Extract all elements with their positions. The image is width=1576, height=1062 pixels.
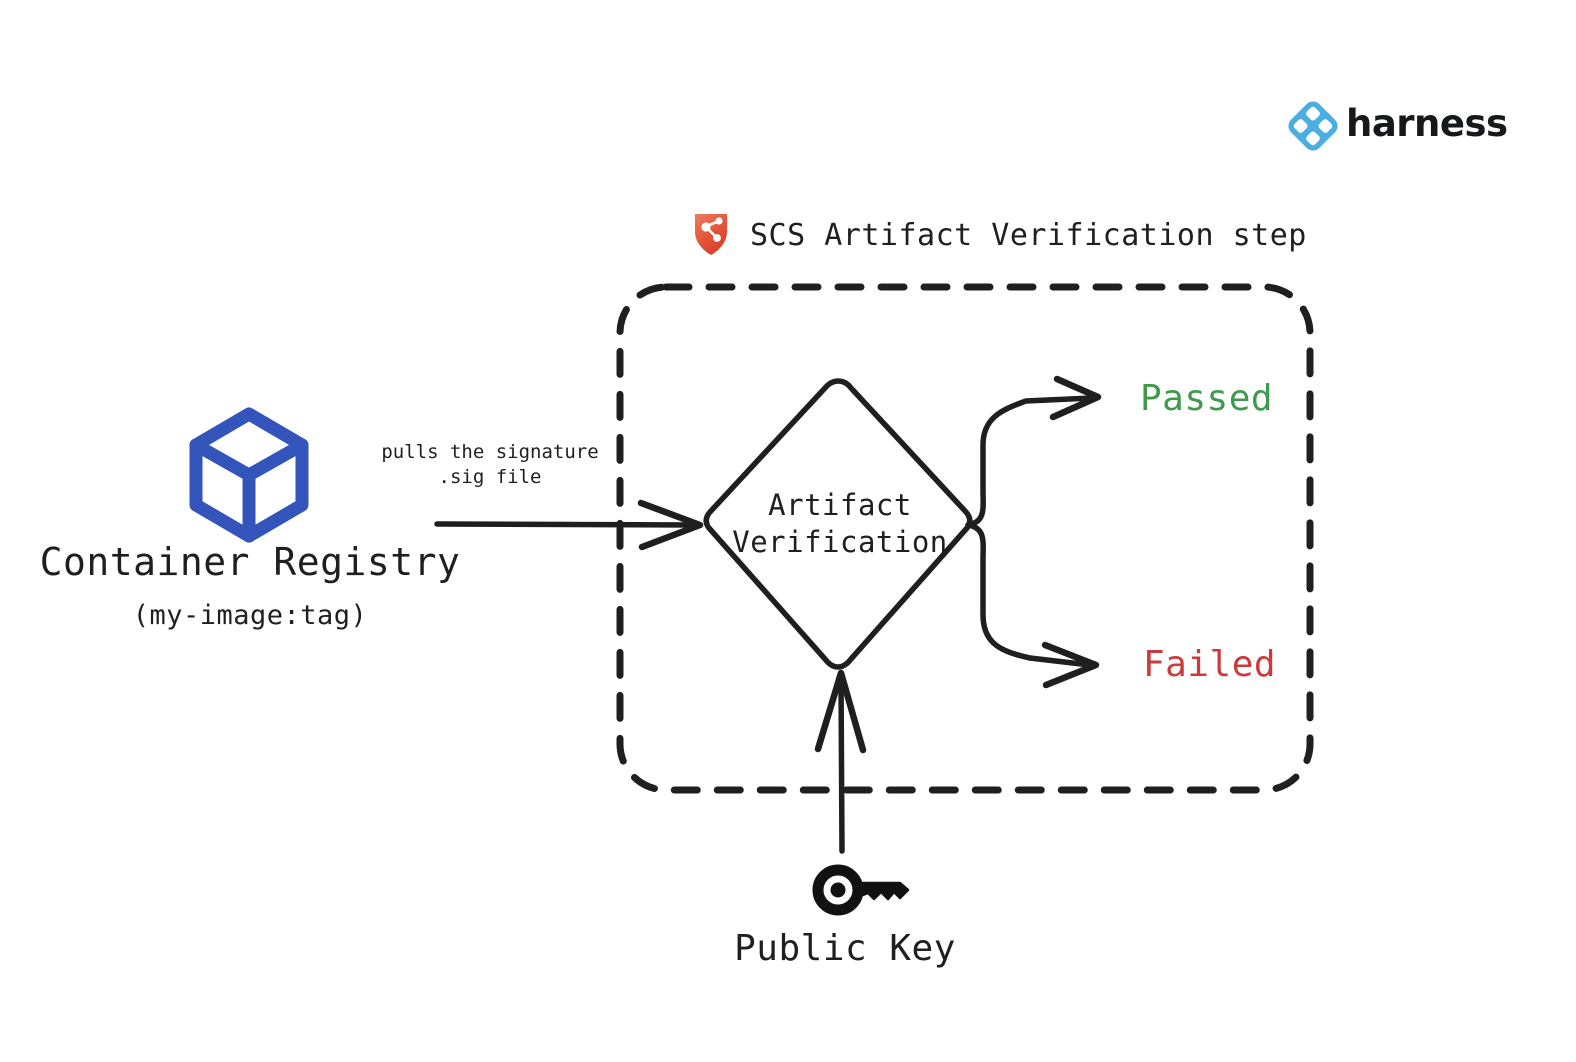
edge-verification-failed <box>965 522 1100 689</box>
outcome-passed-label: Passed <box>1140 378 1274 419</box>
step-title-row: SCS Artifact Verification step <box>692 212 1307 258</box>
step-title: SCS Artifact Verification step <box>750 217 1307 253</box>
artifact-verification-label: Artifact Verification <box>732 488 948 560</box>
harness-diamond-logo-icon <box>1288 101 1338 151</box>
harness-logo-slot <box>1290 100 1336 146</box>
scs-shield-icon <box>695 214 727 255</box>
scs-shield-icon-slot <box>692 212 734 258</box>
key-icon <box>812 864 910 916</box>
harness-wordmark: harness <box>1346 101 1508 145</box>
container-registry-sublabel: (my-image:tag) <box>132 600 368 631</box>
public-key-label: Public Key <box>734 928 956 969</box>
scs-step-boundary <box>616 283 1314 794</box>
outcome-failed-label: Failed <box>1143 644 1277 685</box>
edge-registry-to-verification <box>434 499 704 551</box>
edge-annotation-pulls-signature: pulls the signature .sig file <box>381 441 599 488</box>
edge-publickey-to-verification <box>814 669 867 854</box>
container-registry-label: Container Registry <box>39 540 461 584</box>
artifact-verification-diamond <box>703 378 973 670</box>
edge-verification-passed <box>965 375 1102 528</box>
cube-box-icon <box>189 407 309 543</box>
harness-brand: harness <box>1290 100 1508 146</box>
